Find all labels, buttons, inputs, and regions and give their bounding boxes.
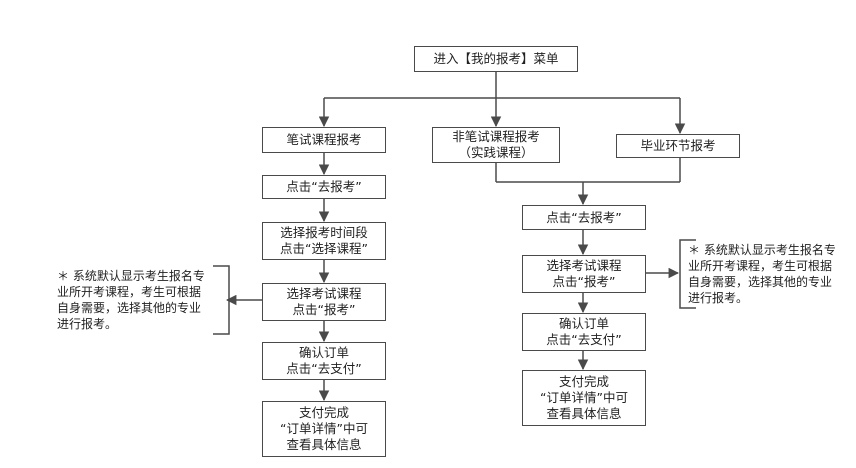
start-label: 进入【我的报考】菜单 [433, 51, 559, 66]
right-go-register-label: 点击“去报考” [546, 209, 622, 225]
left-note: ＊ 系统默认显示考生报名专 业所开考课程，考生可根据 自身需要，选择其他的专业 … [57, 268, 205, 332]
left-period-box: 选择报考时间段 点击“选择课程” [262, 222, 386, 260]
start-box: 进入【我的报考】菜单 [414, 46, 578, 72]
left-confirm-order-box: 确认订单 点击“去支付” [262, 342, 386, 380]
category-practical-line2: （实践课程） [458, 145, 534, 160]
right-go-register-box: 点击“去报考” [522, 205, 646, 230]
category-practical-line1: 非笔试课程报考 [452, 129, 540, 144]
category-graduation-label: 毕业环节报考 [640, 138, 716, 153]
left-done-line1: 支付完成 [298, 405, 349, 420]
left-period-line1: 选择报考时间段 [280, 225, 368, 240]
right-note-line1: ＊ 系统默认显示考生报名专 [688, 243, 836, 257]
right-done-line1: 支付完成 [558, 374, 609, 389]
left-note-line2: 业所开考课程，考生可根据 [57, 285, 202, 299]
right-note-line2: 业所开考课程，考生可根据 [688, 259, 833, 273]
left-note-line4: 进行报考。 [57, 317, 118, 331]
left-go-register-box: 点击“去报考” [262, 175, 386, 199]
left-go-register-label: 点击“去报考” [286, 179, 362, 194]
right-note-line4: 进行报考。 [688, 291, 749, 305]
category-written-label: 笔试课程报考 [286, 132, 362, 147]
right-select-line2: 点击“报考” [552, 274, 616, 289]
left-confirm-line1: 确认订单 [298, 345, 349, 360]
left-confirm-line2: 点击“去支付” [286, 361, 362, 376]
left-select-line1: 选择考试课程 [286, 286, 362, 301]
left-select-course-box: 选择考试课程 点击“报考” [262, 283, 386, 321]
left-note-line1: ＊ 系统默认显示考生报名专 [57, 269, 205, 283]
right-done-line3: 查看具体信息 [546, 406, 622, 421]
left-select-line2: 点击“报考” [292, 302, 356, 317]
right-confirm-order-box: 确认订单 点击“去支付” [522, 313, 646, 351]
right-confirm-line2: 点击“去支付” [546, 332, 622, 347]
right-note-line3: 自身需要，选择其他的专业 [688, 275, 833, 289]
bracket-left-note [213, 265, 230, 335]
category-practical-box: 非笔试课程报考 （实践课程） [432, 127, 560, 163]
left-note-line3: 自身需要，选择其他的专业 [57, 301, 202, 315]
right-done-line2: “订单详情”中可 [540, 390, 628, 405]
left-done-line3: 查看具体信息 [286, 437, 362, 452]
left-payment-done-box: 支付完成 “订单详情”中可 查看具体信息 [262, 401, 386, 457]
category-written-box: 笔试课程报考 [262, 127, 386, 153]
right-payment-done-box: 支付完成 “订单详情”中可 查看具体信息 [522, 370, 646, 426]
right-select-course-box: 选择考试课程 点击“报考” [522, 255, 646, 293]
right-note: ＊ 系统默认显示考生报名专 业所开考课程，考生可根据 自身需要，选择其他的专业 … [688, 242, 836, 306]
left-done-line2: “订单详情”中可 [280, 421, 368, 436]
category-graduation-box: 毕业环节报考 [616, 134, 740, 158]
left-period-line2: 点击“选择课程” [280, 241, 368, 256]
right-select-line1: 选择考试课程 [546, 258, 622, 273]
right-confirm-line1: 确认订单 [558, 316, 609, 331]
bracket-right-note [679, 239, 696, 309]
